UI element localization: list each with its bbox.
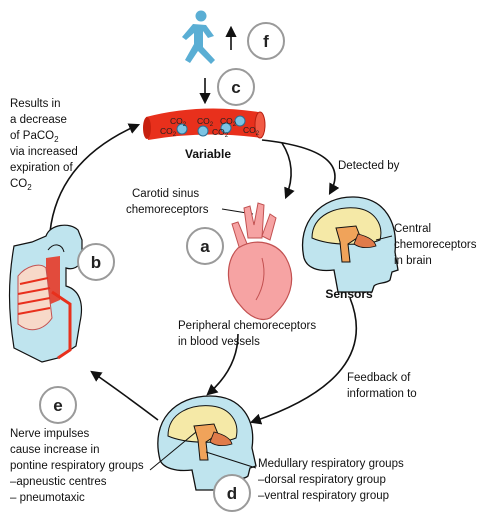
- medullary-line-1: Medullary respiratory groups: [258, 458, 404, 470]
- heart-icon: [227, 202, 293, 321]
- results-line-4: via increased: [10, 146, 78, 158]
- torso-lungs-icon: [8, 224, 83, 363]
- badge-c-label: c: [231, 78, 240, 97]
- carotid-line-2: chemoreceptors: [126, 204, 209, 216]
- feedback-line-1: Feedback of: [347, 372, 411, 384]
- results-line-5: expiration of: [10, 162, 73, 174]
- badge-e: e: [39, 386, 77, 424]
- medullary-leader: [205, 451, 257, 469]
- arrow-vessel-to-heart: [281, 142, 295, 200]
- badge-e-label: e: [53, 396, 62, 415]
- results-line-3: of PaCO2: [10, 130, 59, 144]
- arrow-peripheral-to-medulla: [206, 333, 239, 396]
- arrow-vessel-to-brain: [261, 139, 340, 195]
- co2-label-5: CO2: [212, 127, 229, 139]
- blood-vessel: CO2 CO2 CO2 CO2 CO2 CO2: [143, 108, 266, 140]
- nerve-line-3: pontine respiratory groups: [10, 460, 144, 472]
- central-line-2: chemoreceptors: [394, 239, 477, 251]
- co2-label-2: CO2: [197, 116, 214, 128]
- badge-c: c: [217, 68, 255, 106]
- central-leader: [375, 235, 393, 241]
- peripheral-line-2: in blood vessels: [178, 336, 260, 348]
- badge-d: d: [213, 474, 251, 512]
- peripheral-line-1: Peripheral chemoreceptors: [178, 320, 316, 332]
- feedback-line-2: information to: [347, 388, 417, 400]
- variable-label: Variable: [185, 147, 231, 161]
- results-line-1: Results in: [10, 98, 61, 110]
- co2-label-1: CO2: [170, 116, 187, 128]
- medullary-line-2: –dorsal respiratory group: [258, 474, 386, 486]
- central-line-3: in brain: [394, 255, 432, 267]
- detected-by-label: Detected by: [338, 160, 400, 172]
- badge-f-label: f: [263, 32, 269, 51]
- co2-label-3: CO2: [220, 116, 237, 128]
- control-head-icon: [157, 395, 257, 491]
- sensor-head-icon: [301, 196, 399, 293]
- badge-b-label: b: [91, 253, 101, 272]
- badge-b: b: [77, 243, 115, 281]
- co2-label-6: CO2: [243, 125, 260, 137]
- badge-d-label: d: [227, 484, 237, 503]
- pontine-leader: [149, 431, 197, 471]
- badge-a: a: [186, 227, 224, 265]
- nerve-line-5: – pneumotaxic: [10, 492, 85, 504]
- arrow-body-to-vessel: [49, 123, 141, 233]
- nerve-line-4: –apneustic centres: [10, 476, 107, 488]
- arrow-medulla-to-body: [90, 370, 159, 421]
- sensors-label: Sensors: [325, 287, 373, 301]
- co2-label-4: CO2: [160, 126, 177, 138]
- badge-a-label: a: [200, 237, 210, 256]
- nerve-line-2: cause increase in: [10, 444, 100, 456]
- central-line-1: Central: [394, 223, 431, 235]
- arrow-sensors-to-medulla: [249, 297, 358, 425]
- medullary-line-3: –ventral respiratory group: [258, 490, 389, 502]
- carotid-line-1: Carotid sinus: [132, 188, 199, 200]
- badge-f: f: [247, 22, 285, 60]
- results-line-6: CO2: [10, 178, 32, 192]
- results-text: Results in a decrease of PaCO2 via incre…: [10, 98, 78, 192]
- nerve-line-1: Nerve impulses: [10, 428, 89, 440]
- runner-icon: [182, 10, 215, 64]
- results-line-2: a decrease: [10, 114, 67, 126]
